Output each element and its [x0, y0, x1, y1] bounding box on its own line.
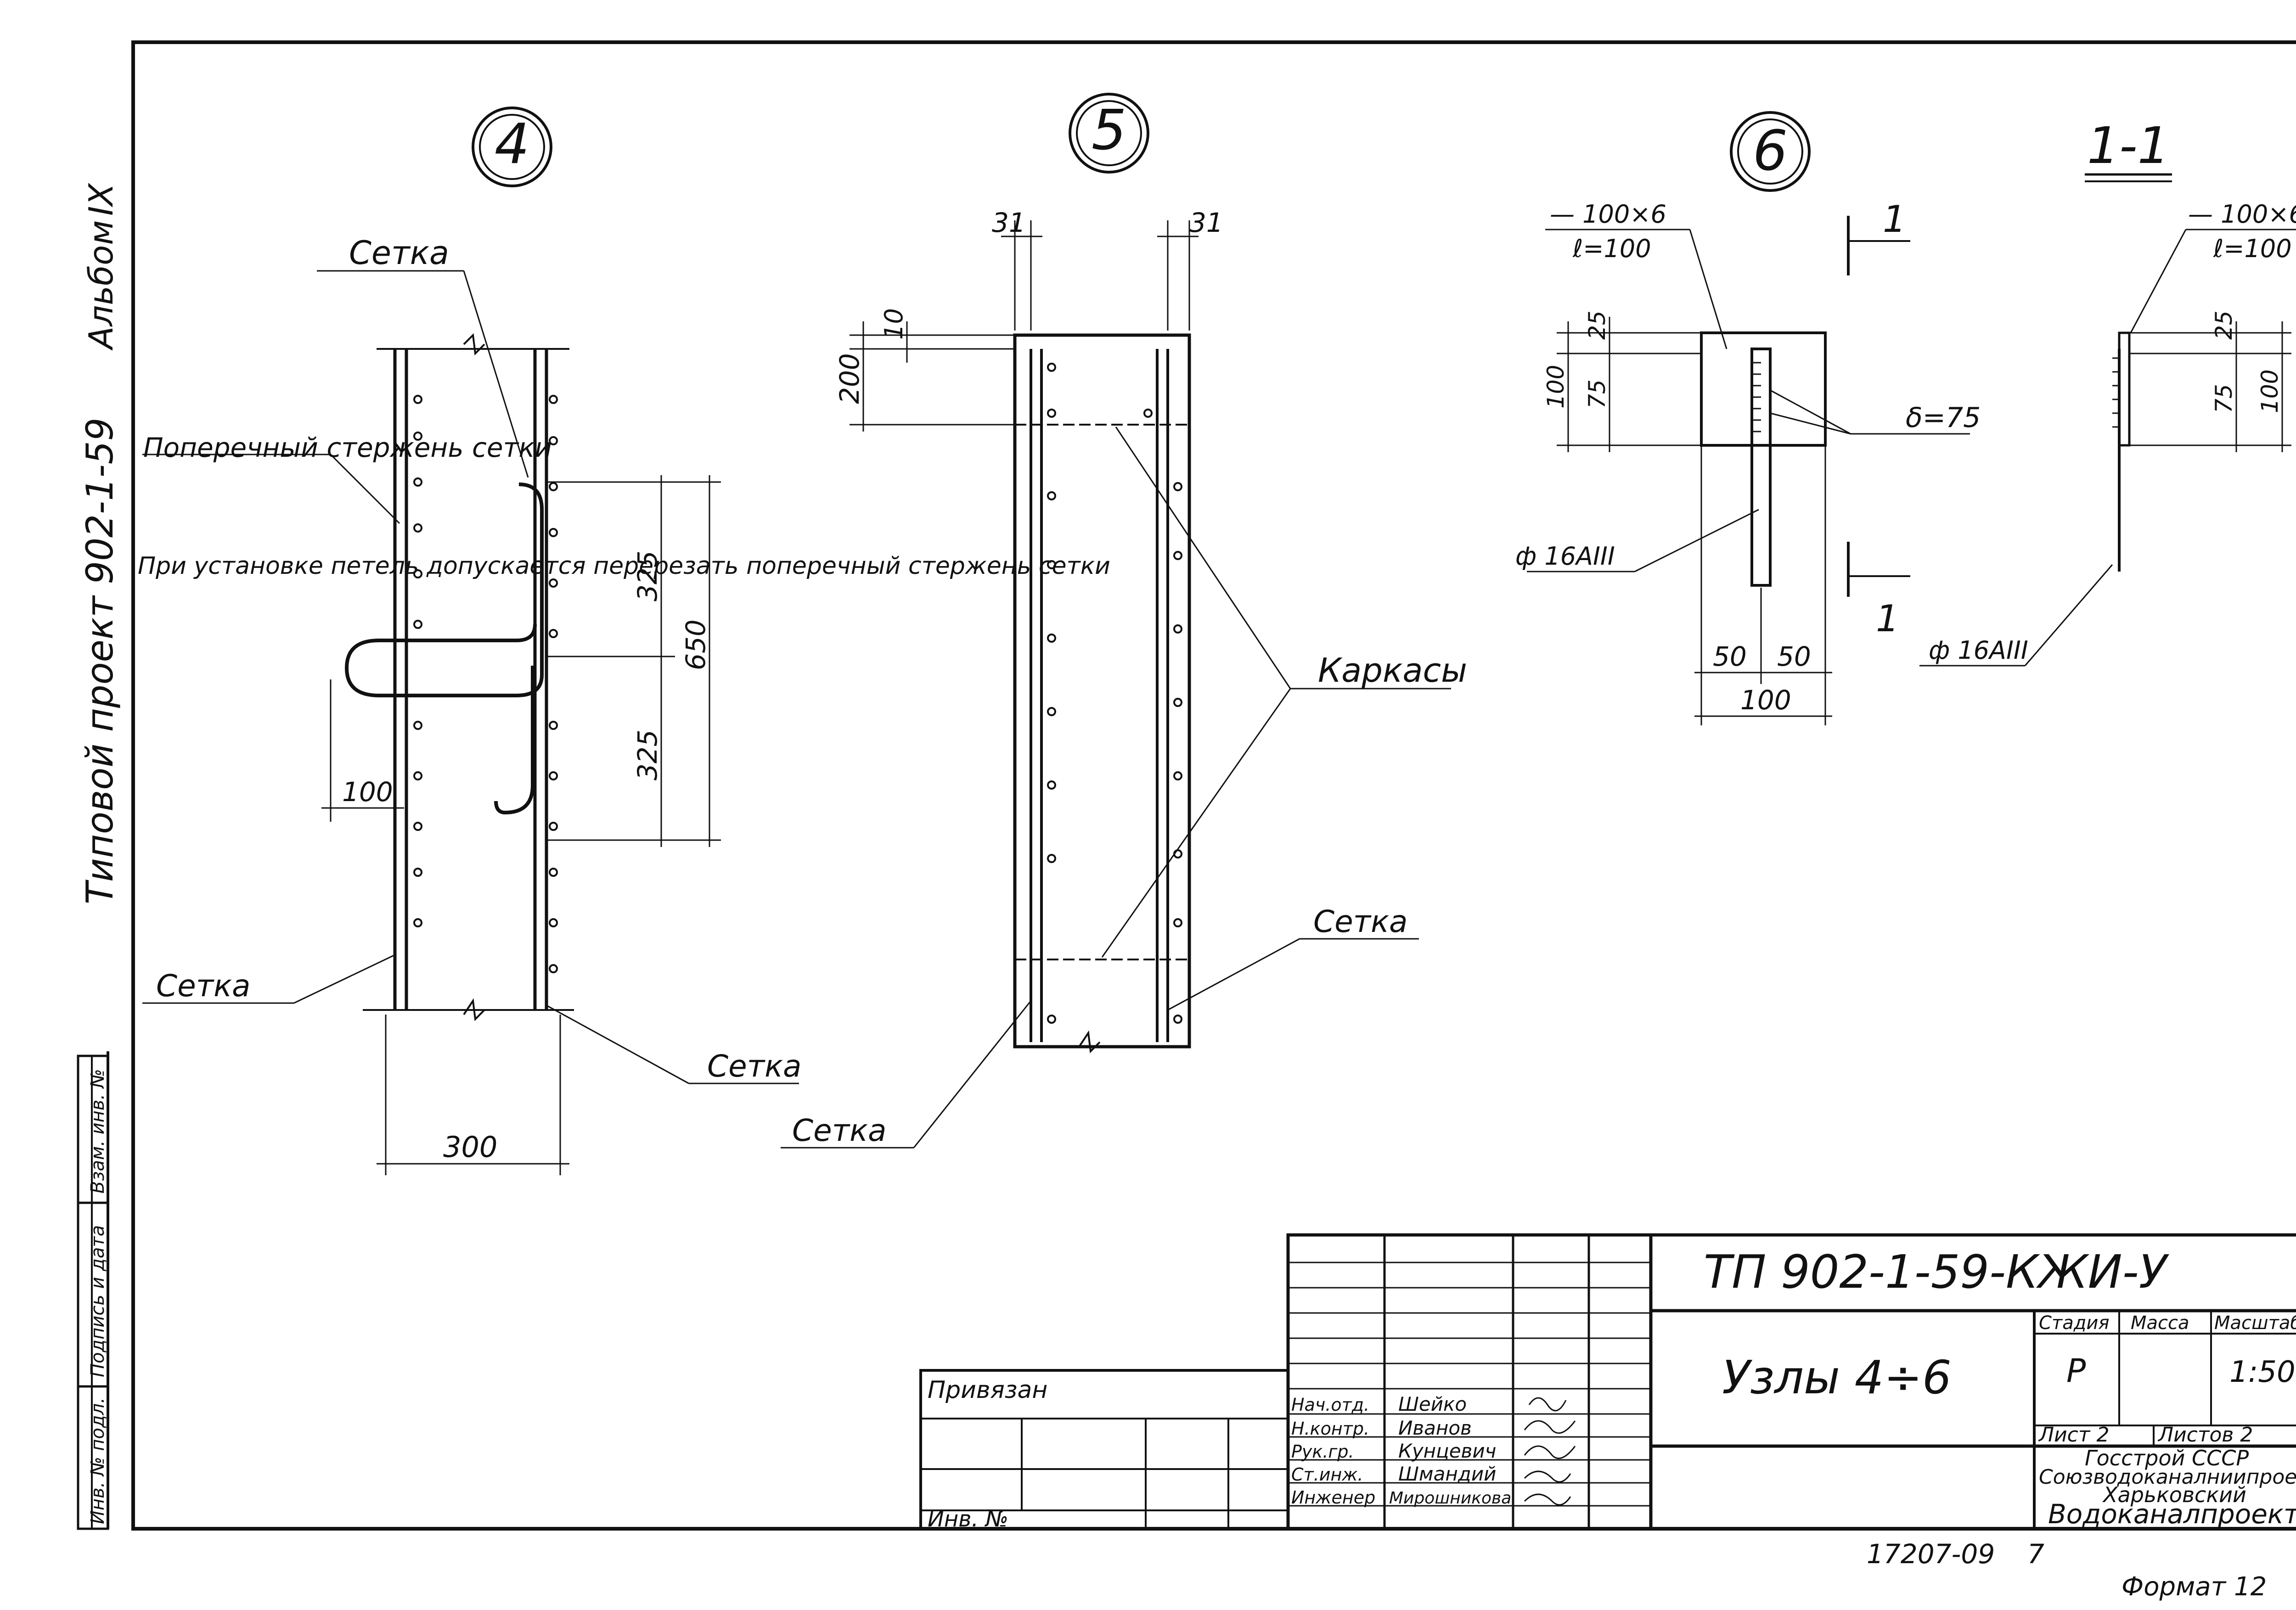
- attached-title: Привязан: [928, 1376, 1047, 1404]
- node-4: 4 325 325 650: [138, 107, 1110, 1175]
- section-label-plate: — 100×6: [2188, 200, 2296, 229]
- sheet-format: Формат 12: [2122, 1572, 2267, 1602]
- role-5: Инженер: [1291, 1487, 1375, 1508]
- label-plate: — 100×6: [1550, 200, 1666, 229]
- dim-100-horizontal: 100: [1740, 684, 1791, 716]
- section-mark-bottom: 1: [1876, 597, 1899, 640]
- label-bar: ф 16АIII: [1515, 542, 1615, 571]
- section-1-1: 1-1 25 75 100 — 100×6 ℓ=100 ф 16АIII: [1919, 116, 2296, 667]
- node-5: 5 31 31 10 200: [781, 93, 1467, 1149]
- label-mesh-left: Сетка: [792, 1113, 886, 1148]
- section-label-bar: ф 16АIII: [1929, 636, 2028, 665]
- sheet-number: Лист 2: [2038, 1423, 2109, 1447]
- attached-block: Привязан Инв. №: [919, 1369, 1289, 1532]
- dim-100: 100: [342, 776, 393, 808]
- dim-75: 75: [1584, 379, 1610, 409]
- node-6: 6 δ=75 — 100×6 ℓ=100 ф 16АIII 25 75 100: [1515, 111, 1981, 725]
- dim-325-bottom: 325: [632, 729, 663, 780]
- node-6-number: 6: [1753, 119, 1788, 183]
- side-stamp: Взам. инв. № Подпись и дата Инв. № подл.: [77, 1055, 109, 1530]
- label-mesh-left: Сетка: [156, 968, 250, 1004]
- label-delta: δ=75: [1906, 402, 1981, 434]
- dim-10: 10: [879, 308, 908, 340]
- label-mesh-right: Сетка: [707, 1049, 801, 1084]
- inventory-number-label: Инв. №: [928, 1506, 1008, 1532]
- section-title: 1-1: [2087, 116, 2170, 175]
- stage-value: Р: [2066, 1352, 2086, 1390]
- label-plate-length: ℓ=100: [1572, 234, 1651, 263]
- label-mesh-top: Сетка: [349, 234, 449, 272]
- page-number: 7: [2027, 1538, 2044, 1570]
- archive-number: 17207-09: [1867, 1538, 1995, 1570]
- sheet-count: Листов 2: [2157, 1423, 2253, 1447]
- dim-325-top: 325: [632, 550, 663, 601]
- role-3: Рук.гр.: [1291, 1442, 1354, 1462]
- org-line-1: Госстрой СССР: [2085, 1446, 2249, 1470]
- dim-50-right: 50: [1777, 641, 1811, 672]
- side-stamp-cell: Инв. № подл.: [87, 1397, 108, 1524]
- section-dim-25: 25: [2211, 310, 2237, 340]
- stage-header: Стадия: [2039, 1313, 2109, 1334]
- dim-31-right: 31: [1189, 207, 1223, 238]
- org-line-2: Союзводоканалниипроект: [2039, 1465, 2296, 1489]
- dim-200: 200: [834, 353, 865, 404]
- dim-31-left: 31: [992, 207, 1026, 238]
- project-label: Типовой проект 902-1-59: [79, 418, 121, 904]
- side-stamp-cell: Подпись и дата: [87, 1225, 108, 1377]
- dim-300: 300: [443, 1130, 497, 1164]
- drawing-name: Узлы 4÷6: [1722, 1351, 1952, 1404]
- org-line-4: Водоканалпроект: [2048, 1498, 2296, 1530]
- scale-value: 1:50: [2229, 1355, 2296, 1389]
- name-4: Шмандий: [1398, 1463, 1496, 1485]
- node-5-number: 5: [1092, 99, 1126, 163]
- label-installation-note: При установке петель допускается перерез…: [138, 552, 1110, 580]
- section-dim-75: 75: [2211, 384, 2237, 413]
- title-block: Нач.отд. Шейко Н.контр. Иванов Рук.гр. К…: [1286, 1233, 2296, 1531]
- drawing-code: ТП 902-1-59-КЖИ-У: [1704, 1245, 2170, 1299]
- role-1: Нач.отд.: [1291, 1395, 1369, 1415]
- name-1: Шейко: [1398, 1393, 1467, 1415]
- dim-25: 25: [1584, 310, 1610, 340]
- name-2: Иванов: [1398, 1417, 1472, 1439]
- dim-650: 650: [680, 619, 711, 670]
- name-5: Мирошникова: [1389, 1489, 1511, 1508]
- role-4: Ст.инж.: [1291, 1464, 1363, 1485]
- role-2: Н.контр.: [1291, 1419, 1369, 1439]
- scale-header: Масштаб: [2214, 1313, 2296, 1334]
- album-number: IX: [82, 183, 120, 216]
- album-label: Альбом: [82, 220, 120, 351]
- mass-header: Масса: [2131, 1313, 2189, 1334]
- label-cross-bar: Поперечный стержень сетки: [143, 432, 552, 463]
- section-dim-100: 100: [2257, 370, 2283, 413]
- side-stamp-cell: Взам. инв. №: [87, 1069, 108, 1194]
- section-mark-top: 1: [1883, 198, 1906, 241]
- dim-50-left: 50: [1713, 641, 1747, 672]
- dim-100-vertical: 100: [1542, 365, 1569, 409]
- section-label-plate-length: ℓ=100: [2213, 234, 2292, 263]
- signature-marks: [1524, 1397, 1576, 1506]
- node-4-number: 4: [495, 112, 529, 176]
- label-mesh-right: Сетка: [1313, 904, 1407, 939]
- label-frames: Каркасы: [1318, 651, 1467, 690]
- name-3: Кунцевич: [1398, 1440, 1496, 1462]
- org-line-3: Харьковский: [2102, 1482, 2246, 1507]
